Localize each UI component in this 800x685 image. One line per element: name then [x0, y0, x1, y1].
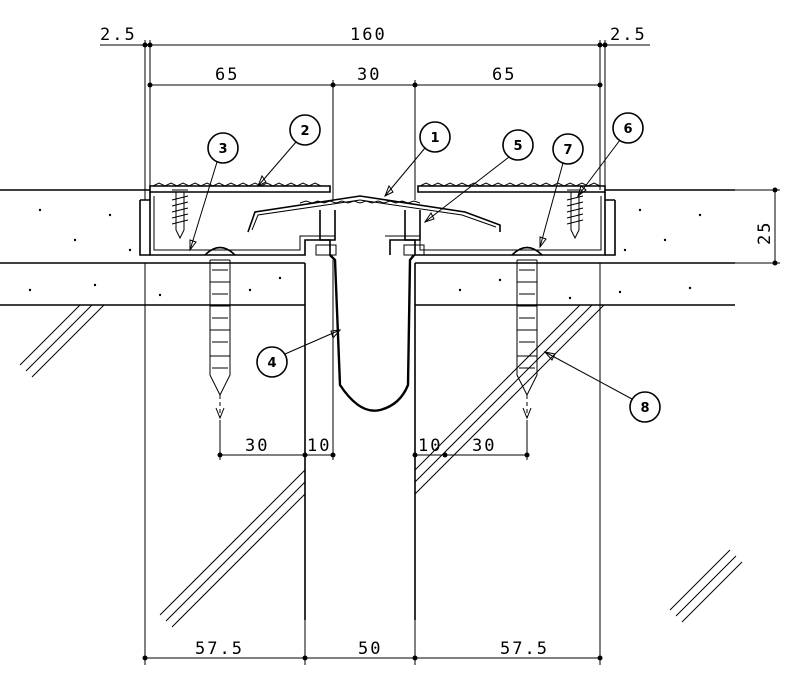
- dimension-lines: [100, 40, 780, 665]
- callouts: 1 2 3 4 5 6 7 8: [189, 112, 661, 423]
- rubber-bellows: [329, 254, 415, 412]
- callout-6: 6: [623, 122, 632, 137]
- dim-mid-left: 65: [215, 65, 239, 85]
- callout-4: 4: [267, 356, 276, 371]
- dim-lower-right-10: 10: [418, 436, 442, 456]
- dim-bottom-right: 57.5: [500, 639, 549, 659]
- anchors: [204, 246, 543, 420]
- callout-8: 8: [640, 401, 649, 416]
- dim-top-left-edge: 2.5: [100, 25, 137, 45]
- hatching: [19, 304, 743, 628]
- callout-7: 7: [563, 143, 572, 158]
- callout-2: 2: [300, 124, 309, 139]
- dim-height-right: 25: [755, 221, 775, 245]
- dim-lower-left-10: 10: [307, 436, 331, 456]
- callout-3: 3: [218, 142, 227, 157]
- dim-lower-left-30: 30: [245, 436, 269, 456]
- dim-top-right-edge: 2.5: [610, 25, 647, 45]
- dim-lower-right-30: 30: [472, 436, 496, 456]
- top-screws: [171, 189, 584, 240]
- dim-mid-center: 30: [357, 65, 381, 85]
- callout-5: 5: [513, 139, 522, 154]
- dimension-labels: 2.5 160 2.5 65 30 65 25 30 10 10 30 57.5…: [100, 25, 775, 659]
- callout-1: 1: [430, 131, 439, 146]
- concrete-texture: [28, 208, 702, 300]
- joint-profile: [139, 182, 616, 256]
- dim-top-total: 160: [350, 25, 387, 45]
- dim-bottom-left: 57.5: [195, 639, 244, 659]
- dim-mid-right: 65: [492, 65, 516, 85]
- slab-lines: [0, 189, 735, 620]
- dim-bottom-center: 50: [358, 639, 382, 659]
